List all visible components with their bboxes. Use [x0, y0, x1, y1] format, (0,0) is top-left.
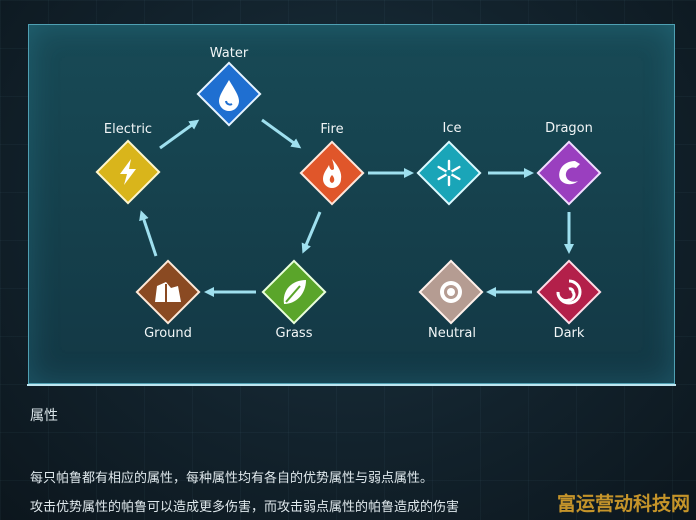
grass-node[interactable] [261, 259, 327, 325]
section-title: 属性 [30, 408, 58, 424]
dark-node[interactable] [536, 259, 602, 325]
dragon-icon [559, 161, 580, 185]
arrow-electric-to-water [159, 119, 200, 150]
electric-label: Electric [103, 122, 153, 137]
dragon-node[interactable] [536, 140, 602, 206]
water-label: Water [209, 46, 249, 61]
ice-node[interactable] [416, 140, 482, 206]
electric-node[interactable] [95, 139, 161, 205]
dragon-label: Dragon [545, 121, 593, 136]
ice-label: Ice [442, 121, 462, 136]
fire-node[interactable] [299, 140, 365, 206]
neutral-node[interactable] [418, 259, 484, 325]
arrow-water-to-fire [261, 118, 302, 149]
fire-label: Fire [320, 122, 344, 137]
description-line-2: 攻击优势属性的帕鲁可以造成更多伤害，而攻击弱点属性的帕鲁造成的伤害 [30, 500, 460, 515]
type-chart-panel [27, 24, 676, 386]
neutral-label: Neutral [428, 326, 476, 341]
ground-label: Ground [144, 326, 192, 341]
water-drop-icon [219, 80, 239, 111]
flame-icon [323, 159, 342, 188]
swirl-icon [556, 279, 582, 305]
watermark: 富运营动科技网 [556, 493, 690, 515]
ground-node[interactable] [135, 259, 201, 325]
dark-label: Dark [553, 326, 585, 341]
grass-label: Grass [275, 326, 313, 341]
water-node[interactable] [196, 61, 262, 127]
description-line-1: 每只帕鲁都有相应的属性，每种属性均有各自的优势属性与弱点属性。 [30, 471, 434, 486]
arrow-fire-to-grass [301, 211, 322, 254]
rock-icon [155, 282, 181, 302]
ring-icon [440, 281, 462, 303]
arrow-ground-to-electric [139, 210, 158, 257]
lightning-icon [120, 159, 136, 185]
